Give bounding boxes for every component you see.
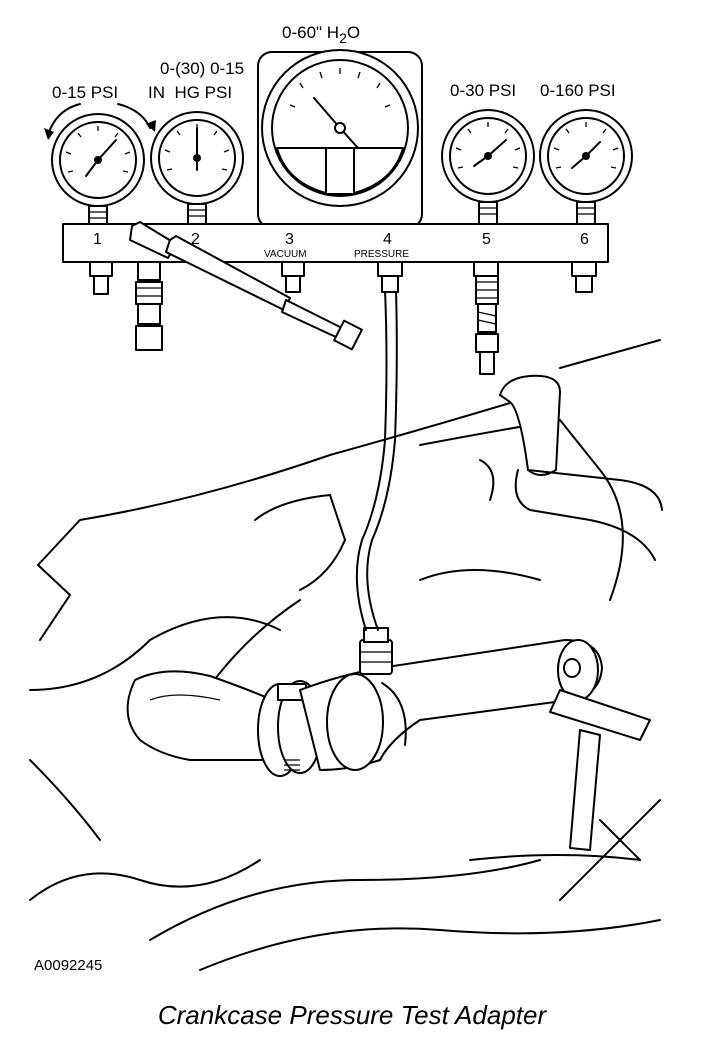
port-2-label: 2 (191, 231, 200, 248)
gauge-6-label: 0-160 PSI (540, 81, 616, 100)
bracket (499, 374, 663, 561)
port-labels: 1 2 3 4 5 6 VACUUM PRESSURE (93, 231, 589, 260)
lower-fittings (89, 261, 597, 375)
port-4-label: 4 (383, 231, 392, 248)
pressure-port-label: PRESSURE (354, 249, 409, 260)
port-3-label: 3 (285, 231, 294, 248)
port-1-label: 1 (93, 231, 102, 248)
gauge-5 (441, 109, 535, 227)
vacuum-hose-adapter (129, 221, 363, 351)
vacuum-port-label: VACUUM (264, 249, 307, 260)
test-adapter (299, 627, 603, 771)
gauge-2-label-bottom: IN HG PSI (148, 83, 232, 102)
gauge-2-label-top: 0-(30) 0-15 (160, 59, 244, 78)
crankcase-hose (126, 670, 273, 762)
gauge-1 (44, 103, 156, 227)
gauge-5-label: 0-30 PSI (450, 81, 516, 100)
figure-code: A0092245 (34, 957, 102, 974)
gauge-3-water-column (257, 49, 423, 229)
gauge-6 (539, 109, 633, 227)
port-5-label: 5 (482, 231, 491, 248)
port-6-label: 6 (580, 231, 589, 248)
pressure-line (355, 289, 398, 631)
gauge-2 (150, 111, 244, 227)
support-rod (549, 689, 651, 851)
gauge-3-label: 0-60" H2O (282, 23, 360, 46)
figure-caption: Crankcase Pressure Test Adapter (158, 1000, 548, 1030)
gauge-1-label: 0-15 PSI (52, 83, 118, 102)
hose-clamp (257, 680, 323, 777)
engine-outline (29, 339, 661, 971)
gauge-labels: 0-15 PSI 0-(30) 0-15 IN HG PSI 0-60" H2O… (52, 23, 616, 102)
